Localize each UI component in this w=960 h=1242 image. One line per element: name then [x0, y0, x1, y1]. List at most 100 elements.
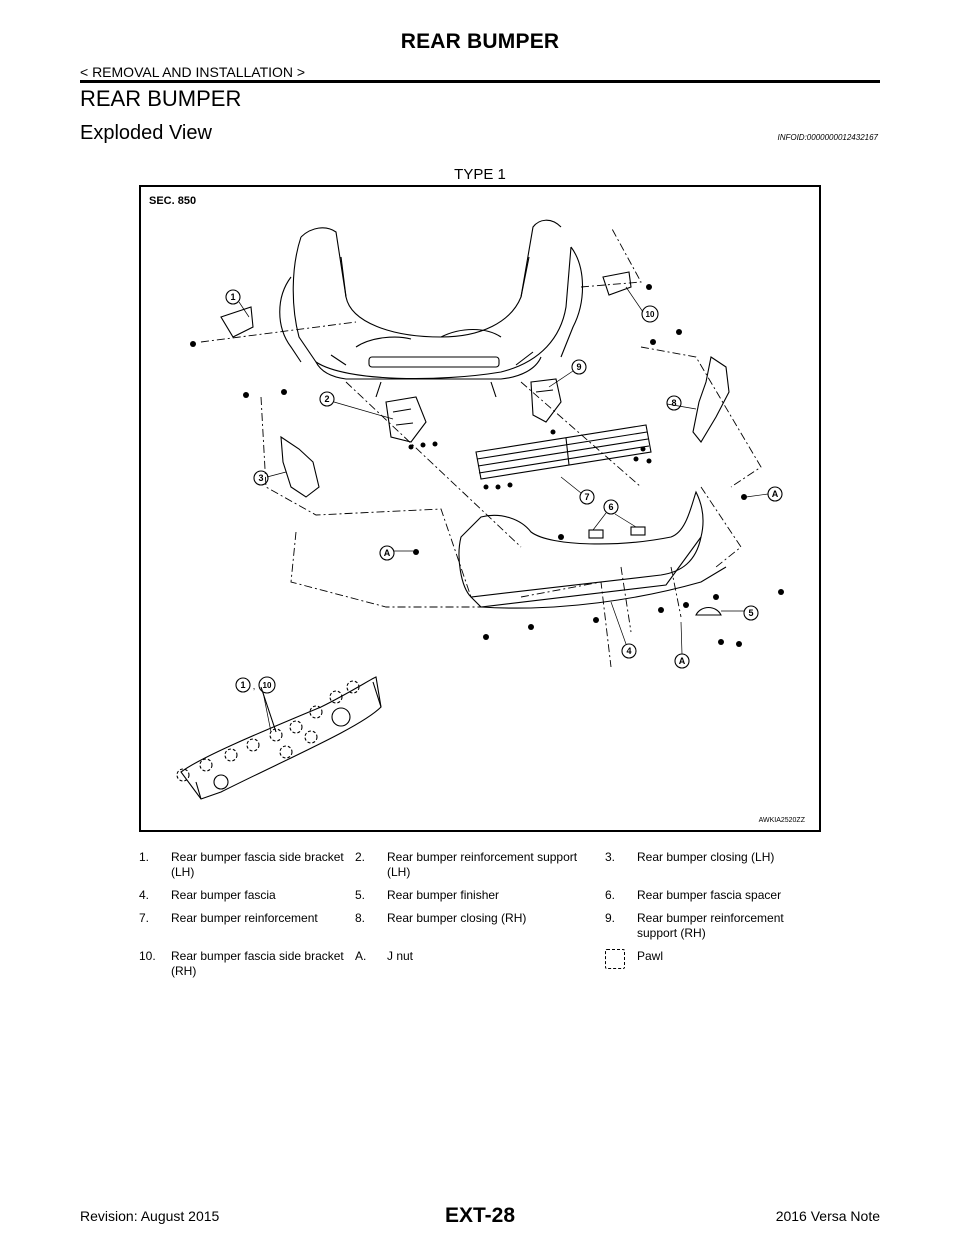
callout-1-detail: 1: [240, 680, 245, 690]
callouts: 1 2 3 4 5 6 7 8 9 10 A A A 1: [225, 289, 783, 694]
callout-circle: [641, 305, 659, 323]
legend-number: 7.: [139, 911, 150, 925]
legend-item: 4. Rear bumper fascia: [139, 888, 355, 903]
callout-circle: [621, 643, 637, 659]
bumper-finisher: [695, 606, 722, 616]
callout-circle: [579, 489, 595, 505]
reinforcement-supports: [385, 378, 562, 443]
legend-item: Pawl: [605, 949, 821, 979]
legend-row: 4. Rear bumper fascia 5. Rear bumper finis…: [139, 888, 821, 903]
section-number-label: SEC. 850: [149, 195, 197, 207]
legend-number: 5.: [355, 888, 366, 902]
legend-text: Rear bumper fascia spacer: [637, 888, 782, 902]
side-bracket-detail: [176, 676, 382, 800]
callout-1: 1: [230, 292, 235, 302]
closing-rh: [692, 356, 730, 443]
callout-2: 2: [324, 394, 329, 404]
callout-9: 9: [576, 362, 581, 372]
vehicle-body-outline: [279, 219, 584, 398]
legend-item: 8. Rear bumper closing (RH): [355, 911, 605, 941]
callout-circle: [319, 391, 335, 407]
pawl-symbol-icon: [605, 949, 637, 971]
exploded-view-drawing: 1 2 3 4 5 6 7 8 9 10 A A A 1: [176, 219, 784, 800]
footer-model: 2016 Versa Note: [775, 1208, 880, 1224]
callout-a: A: [679, 656, 686, 666]
legend-number: 8.: [355, 911, 366, 925]
legend-text: Rear bumper reinforcement support (RH): [637, 911, 784, 940]
callout-a: A: [772, 489, 779, 499]
legend-text: Rear bumper closing (RH): [387, 911, 527, 925]
callout-10-detail: 10: [263, 681, 272, 690]
legend-text: Pawl: [637, 949, 664, 963]
legend-number: 2.: [355, 850, 366, 864]
legend-item: 10. Rear bumper fascia side bracket (RH): [139, 949, 355, 979]
legend-item: A. J nut: [355, 949, 605, 979]
fasteners: [190, 284, 784, 647]
legend-item: 3. Rear bumper closing (LH): [605, 850, 821, 880]
callout-leaders: [238, 286, 769, 733]
callout-7: 7: [584, 492, 589, 502]
side-bracket-lh: [220, 306, 254, 338]
callout-5: 5: [748, 608, 753, 618]
callout-circle: [666, 395, 682, 411]
assembly-guide-lines: [200, 226, 762, 668]
legend-text: Rear bumper fascia side bracket (LH): [171, 850, 344, 879]
legend-item: 1. Rear bumper fascia side bracket (LH): [139, 850, 355, 880]
legend-item: 6. Rear bumper fascia spacer: [605, 888, 821, 903]
legend-number: 1.: [139, 850, 150, 864]
callout-separator: ,: [253, 681, 256, 691]
side-bracket-rh: [602, 271, 632, 296]
legend-item: 7. Rear bumper reinforcement: [139, 911, 355, 941]
type-label: TYPE 1: [454, 166, 506, 183]
legend-text: Rear bumper finisher: [387, 888, 500, 902]
fascia-spacer: [588, 529, 604, 539]
bumper-fascia: [458, 490, 727, 609]
legend-number: 3.: [605, 850, 616, 864]
callout-8: 8: [671, 398, 676, 408]
legend-text: Rear bumper reinforcement: [171, 911, 318, 925]
legend-text: Rear bumper closing (LH): [637, 850, 775, 864]
callout-circle: [571, 359, 587, 375]
legend-number: 6.: [605, 888, 616, 902]
page-header-title: REAR BUMPER: [400, 30, 560, 53]
callout-circle: [743, 605, 759, 621]
legend-text: Rear bumper reinforcement support (LH): [387, 850, 578, 879]
callout-10: 10: [646, 310, 655, 319]
legend-item: 5. Rear bumper finisher: [355, 888, 605, 903]
legend-number: 9.: [605, 911, 616, 925]
legend-number: 4.: [139, 888, 150, 902]
legend-row: 1. Rear bumper fascia side bracket (LH) 2…: [139, 850, 821, 880]
footer-page-number: EXT-28: [444, 1204, 516, 1227]
parts-legend: 1. Rear bumper fascia side bracket (LH) 2…: [139, 850, 821, 987]
callout-circle: [258, 676, 276, 694]
callout-a: A: [384, 548, 391, 558]
header-divider: [80, 80, 880, 83]
subsection-title: Exploded View: [80, 122, 212, 144]
callout-4: 4: [626, 646, 631, 656]
callout-3: 3: [258, 473, 263, 483]
legend-number: A.: [355, 949, 367, 963]
callout-circle: [603, 499, 619, 515]
breadcrumb: < REMOVAL AND INSTALLATION >: [80, 64, 306, 80]
info-id: INFOID:0000000012432167: [777, 133, 878, 142]
legend-item: 9. Rear bumper reinforcement support (RH): [605, 911, 821, 941]
callout-circle: [379, 545, 395, 561]
legend-number: 10.: [139, 949, 156, 963]
footer-revision: Revision: August 2015: [80, 1208, 220, 1224]
legend-text: Rear bumper fascia: [171, 888, 276, 902]
legend-item: 2. Rear bumper reinforcement support (LH): [355, 850, 605, 880]
callout-circle: [235, 677, 251, 693]
exploded-view-diagram: SEC. 850: [139, 185, 821, 832]
figure-code: AWKIA2520ZZ: [758, 817, 805, 824]
callout-circle: [225, 289, 241, 305]
callout-6: 6: [608, 502, 613, 512]
callout-circle: [253, 470, 269, 486]
legend-text: Rear bumper fascia side bracket (RH): [171, 949, 344, 978]
section-title: REAR BUMPER: [80, 86, 242, 111]
closing-lh: [280, 435, 320, 498]
legend-row: 10.Rear bumper fascia side bracket (RH) …: [139, 949, 821, 979]
legend-row: 7. Rear bumper reinforcement 8. Rear bumpe…: [139, 911, 821, 941]
legend-text: J nut: [387, 949, 414, 963]
fascia-spacer: [630, 526, 646, 536]
reinforcement-beam: [475, 424, 652, 480]
